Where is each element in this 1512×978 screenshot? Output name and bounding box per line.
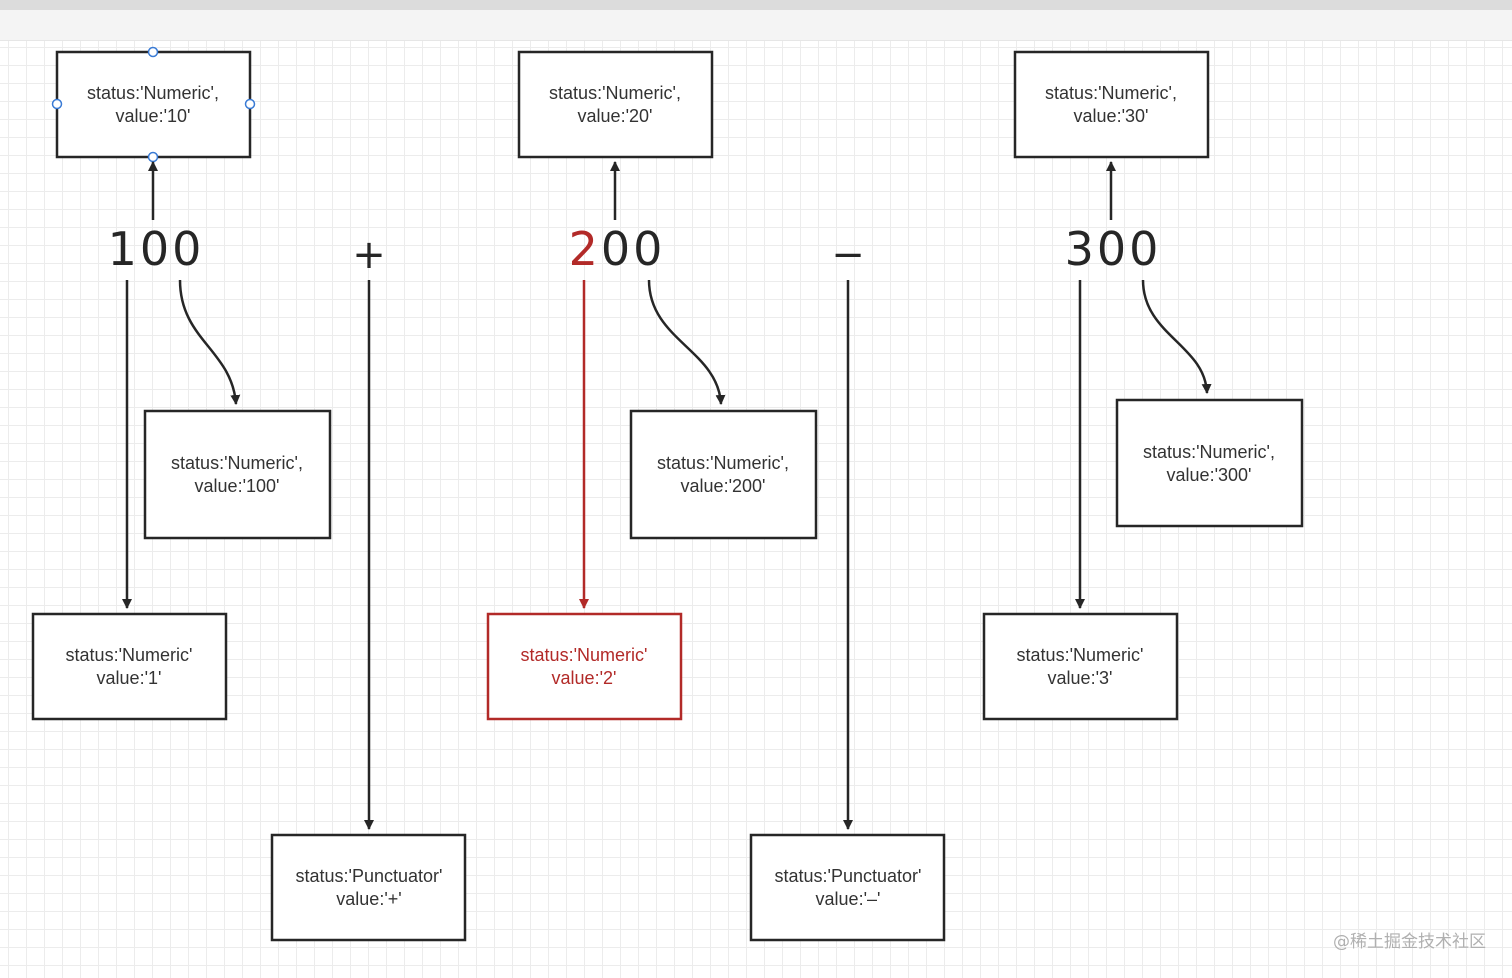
token-200-rest: 00	[601, 222, 666, 276]
selection-handle[interactable]	[147, 46, 159, 58]
node-numeric-100[interactable]: status:'Numeric', value:'100'	[143, 409, 332, 540]
node-punctuator-plus[interactable]: status:'Punctuator' value:'+'	[270, 833, 467, 942]
node-text-line1: status:'Numeric',	[1143, 442, 1275, 462]
node-text-line2: value:'2'	[552, 668, 617, 688]
node-text-line2: value:'100'	[195, 476, 280, 496]
node-text-line2: value:'1'	[97, 668, 162, 688]
node-text-line1: status:'Numeric',	[87, 83, 219, 103]
node-punctuator-minus[interactable]: status:'Punctuator' value:'–'	[749, 833, 946, 942]
token-minus: −	[831, 232, 865, 278]
node-text-line1: status:'Numeric'	[1017, 645, 1144, 665]
node-text-line1: status:'Numeric',	[171, 453, 303, 473]
token-200-first-digit: 2	[569, 222, 601, 276]
node-numeric-300[interactable]: status:'Numeric', value:'300'	[1115, 398, 1304, 528]
watermark: @稀土掘金技术社区	[1333, 932, 1486, 952]
node-numeric-30[interactable]: status:'Numeric', value:'30'	[1013, 50, 1210, 159]
node-text-line1: status:'Numeric'	[521, 645, 648, 665]
node-text-line2: value:'3'	[1048, 668, 1113, 688]
node-text-line1: status:'Punctuator'	[296, 866, 443, 886]
node-text-line1: status:'Numeric',	[549, 83, 681, 103]
node-numeric-2-highlighted[interactable]: status:'Numeric' value:'2'	[486, 612, 683, 721]
token-300: 300	[1065, 222, 1162, 276]
toolbar-strip	[0, 0, 1512, 41]
node-text-line2: value:'–'	[816, 889, 881, 909]
node-text-line2: value:'20'	[578, 106, 653, 126]
selection-handle[interactable]	[147, 151, 159, 163]
node-numeric-10[interactable]: status:'Numeric', value:'10'	[51, 46, 256, 163]
node-text-line1: status:'Punctuator'	[775, 866, 922, 886]
token-100: 100	[108, 222, 205, 276]
node-numeric-3[interactable]: status:'Numeric' value:'3'	[982, 612, 1179, 721]
node-text-line2: value:'300'	[1167, 465, 1252, 485]
node-numeric-1[interactable]: status:'Numeric' value:'1'	[31, 612, 228, 721]
selection-handle[interactable]	[51, 98, 63, 110]
token-plus: +	[352, 232, 386, 278]
arrow-to-300[interactable]	[1141, 279, 1212, 394]
node-text-line2: value:'30'	[1074, 106, 1149, 126]
selection-handle[interactable]	[244, 98, 256, 110]
node-text-line1: status:'Numeric',	[1045, 83, 1177, 103]
arrow-to-200[interactable]	[647, 279, 726, 405]
node-text-line2: value:'10'	[116, 106, 191, 126]
node-text-line2: value:'200'	[681, 476, 766, 496]
node-text-line2: value:'+'	[336, 889, 401, 909]
node-text-line1: status:'Numeric'	[66, 645, 193, 665]
token-200: 200	[569, 222, 666, 276]
node-numeric-20[interactable]: status:'Numeric', value:'20'	[517, 50, 714, 159]
arrow-to-100[interactable]	[178, 279, 241, 405]
node-numeric-200[interactable]: status:'Numeric', value:'200'	[629, 409, 818, 540]
node-text-line1: status:'Numeric',	[657, 453, 789, 473]
